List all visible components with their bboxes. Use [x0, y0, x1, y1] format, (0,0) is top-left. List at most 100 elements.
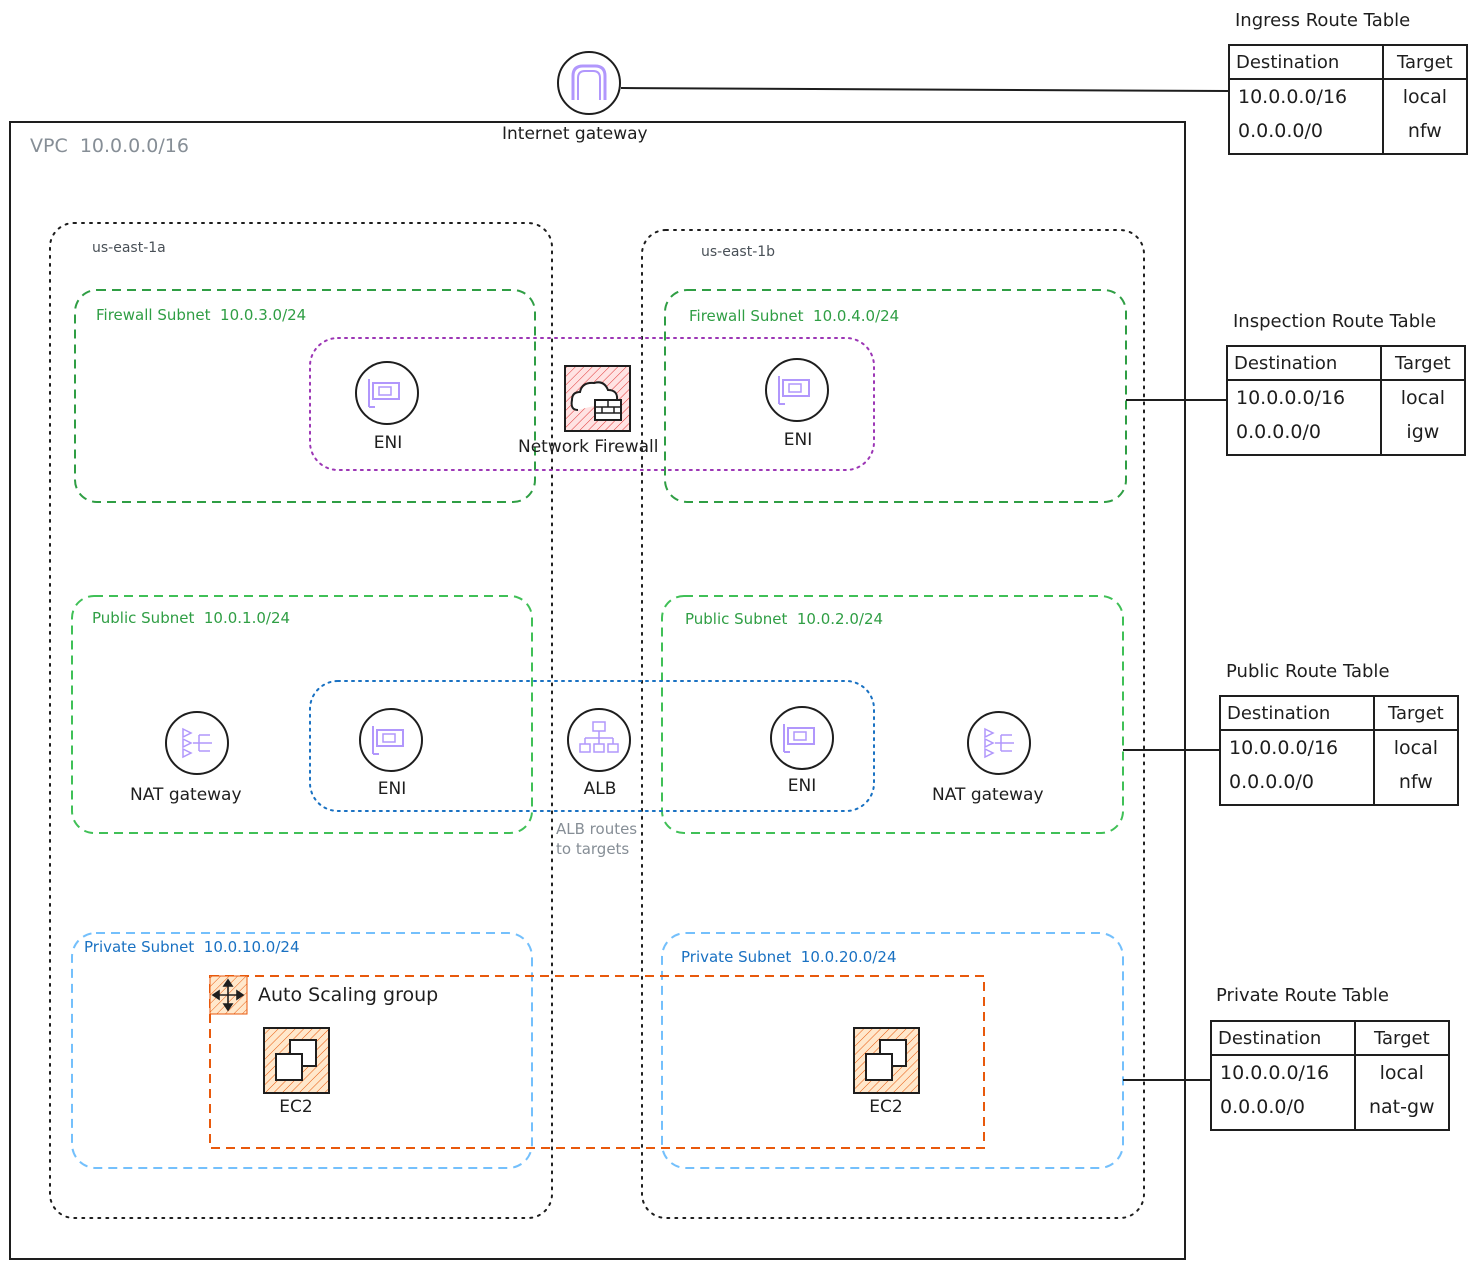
inspection-route-table: Destination Target 10.0.0.0/16 local 0.0…	[1226, 345, 1466, 456]
subnet-cidr: 10.0.10.0/24	[203, 938, 300, 956]
subnet-cidr: 10.0.20.0/24	[800, 948, 897, 966]
alb-note: ALB routes to targets	[556, 819, 637, 859]
alb-group	[309, 680, 875, 812]
eni-label: ENI	[377, 779, 407, 799]
subnet-cidr: 10.0.2.0/24	[796, 610, 884, 628]
column-header: Target	[1372, 696, 1458, 731]
column-header: Target	[1381, 45, 1467, 80]
eni-label: ENI	[787, 776, 817, 796]
table-cell: nfw	[1372, 765, 1458, 805]
az-us-east-1b	[641, 229, 1145, 1219]
public-route-table: Destination Target 10.0.0.0/16 local 0.0…	[1219, 695, 1459, 806]
firewall-subnet-b	[664, 289, 1127, 503]
table-header-row: Destination Target	[1211, 1021, 1449, 1056]
internet-gateway-icon	[557, 51, 621, 115]
table-row: 0.0.0.0/0 nat-gw	[1211, 1090, 1449, 1130]
table-cell: 0.0.0.0/0	[1220, 1096, 1305, 1118]
column-header: Target	[1379, 346, 1465, 381]
network-firewall-label: Network Firewall	[518, 437, 659, 457]
table-cell: nat-gw	[1353, 1090, 1449, 1130]
asg-label: Auto Scaling group	[258, 984, 439, 1006]
public-subnet-b	[661, 595, 1124, 834]
table-cell: local	[1379, 380, 1465, 415]
subnet-cidr: 10.0.3.0/24	[220, 306, 307, 324]
table-row: 0.0.0.0/0 nfw	[1220, 765, 1458, 805]
table-cell: nfw	[1381, 114, 1467, 154]
eni-icon	[765, 358, 829, 422]
subnet-name: Private Subnet	[84, 938, 195, 956]
table-cell: 10.0.0.0/16	[1236, 387, 1346, 409]
subnet-name: Public Subnet	[92, 609, 195, 627]
subnet-cidr: 10.0.1.0/24	[203, 609, 291, 627]
vpc-cidr: 10.0.0.0/16	[79, 135, 189, 157]
table-row: 10.0.0.0/16 local	[1220, 730, 1458, 765]
subnet-name: Public Subnet	[685, 610, 788, 628]
table-row: 0.0.0.0/0 nfw	[1229, 114, 1467, 154]
table-cell: 10.0.0.0/16	[1229, 737, 1339, 759]
private-subnet-a-label: Private Subnet 10.0.10.0/24	[84, 938, 300, 956]
table-row: 10.0.0.0/16 local	[1229, 79, 1467, 114]
firewall-subnet-b-label: Firewall Subnet 10.0.4.0/24	[689, 307, 899, 325]
table-cell: 10.0.0.0/16	[1220, 1062, 1330, 1084]
asg-boundary	[209, 975, 985, 1149]
firewall-subnet-a	[74, 289, 536, 503]
ec2-label: EC2	[279, 1097, 313, 1117]
alb-icon	[567, 708, 631, 772]
public-subnet-b-label: Public Subnet 10.0.2.0/24	[685, 610, 883, 628]
firewall-endpoint-group	[309, 337, 875, 471]
table-row: 0.0.0.0/0 igw	[1227, 415, 1465, 455]
private-subnet-b-label: Private Subnet 10.0.20.0/24	[681, 948, 897, 966]
ec2-label: EC2	[869, 1097, 903, 1117]
alb-note-line-2: to targets	[556, 840, 630, 858]
subnet-name: Private Subnet	[681, 948, 792, 966]
inspection-route-table-title: Inspection Route Table	[1233, 311, 1437, 332]
table-row: 10.0.0.0/16 local	[1211, 1055, 1449, 1090]
vpc-boundary	[9, 121, 1186, 1260]
column-header: Destination	[1227, 346, 1381, 381]
eni-icon	[770, 706, 834, 770]
table-row: 10.0.0.0/16 local	[1227, 380, 1465, 415]
igw-to-ingress-connector	[620, 87, 1229, 92]
eni-icon	[355, 361, 419, 425]
eni-label: ENI	[373, 433, 403, 453]
column-header: Destination	[1229, 45, 1383, 80]
private-route-table-title: Private Route Table	[1216, 985, 1389, 1006]
table-cell: local	[1353, 1055, 1449, 1090]
ec2-icon	[263, 1027, 330, 1094]
ec2-icon	[853, 1027, 920, 1094]
table-cell: local	[1372, 730, 1458, 765]
alb-note-line-1: ALB routes	[556, 820, 638, 838]
nat-gateway-label: NAT gateway	[932, 785, 1044, 805]
subnet-name: Firewall Subnet	[96, 306, 211, 324]
table-header-row: Destination Target	[1220, 696, 1458, 731]
subnet-cidr: 10.0.4.0/24	[813, 307, 900, 325]
public-subnet-a-label: Public Subnet 10.0.1.0/24	[92, 609, 290, 627]
public-subnet-a	[71, 595, 533, 834]
asg-arrows-icon	[211, 978, 245, 1012]
table-cell: igw	[1379, 415, 1465, 455]
ingress-route-table: Destination Target 10.0.0.0/16 local 0.0…	[1228, 44, 1468, 155]
private-subnet-a	[71, 932, 533, 1169]
table-cell: 0.0.0.0/0	[1229, 771, 1314, 793]
public-route-table-title: Public Route Table	[1226, 661, 1390, 682]
vpc-label-text: VPC	[30, 135, 68, 157]
private-route-table: Destination Target 10.0.0.0/16 local 0.0…	[1210, 1020, 1450, 1131]
az-label-b: us-east-1b	[701, 244, 776, 260]
table-cell: 0.0.0.0/0	[1236, 421, 1321, 443]
table-cell: 0.0.0.0/0	[1238, 120, 1323, 142]
nat-gateway-icon	[967, 711, 1031, 775]
az-us-east-1a	[49, 222, 553, 1219]
az-label-a: us-east-1a	[92, 240, 166, 256]
network-firewall-icon	[564, 365, 631, 432]
table-cell: local	[1381, 79, 1467, 114]
subnet-name: Firewall Subnet	[689, 307, 804, 325]
vpc-label: VPC 10.0.0.0/16	[30, 135, 189, 157]
column-header: Destination	[1211, 1021, 1355, 1056]
table-cell: 10.0.0.0/16	[1238, 86, 1348, 108]
column-header: Destination	[1220, 696, 1374, 731]
private-subnet-b	[661, 932, 1124, 1169]
table-header-row: Destination Target	[1227, 346, 1465, 381]
ingress-route-table-title: Ingress Route Table	[1235, 10, 1411, 31]
eni-label: ENI	[783, 430, 813, 450]
